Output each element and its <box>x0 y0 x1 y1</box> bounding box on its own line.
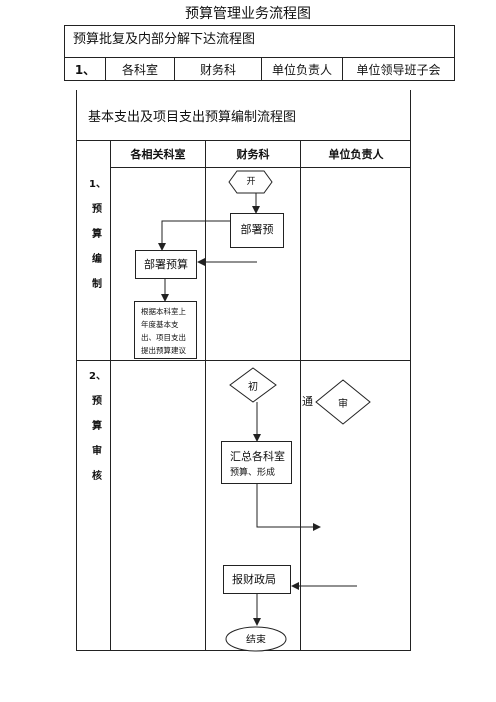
start-hexagon <box>228 170 273 194</box>
lane-divider-1 <box>110 140 111 650</box>
lane-header-finance: 财务科 <box>236 148 270 161</box>
phase2-char: 预 <box>92 396 102 407</box>
note-line: 提出预算建议 <box>141 346 186 355</box>
report-box: 报财政局 <box>223 565 291 594</box>
col-finance: 财务科 <box>175 58 262 81</box>
review-text: 审 <box>338 399 348 410</box>
phase-divider <box>76 360 411 361</box>
summary-out-line <box>256 484 321 531</box>
approval-flow-title: 预算批复及内部分解下达流程图 <box>65 26 454 58</box>
lane-header-unit-head: 单位负责人 <box>328 148 384 161</box>
dept-budget-box: 部署预算 <box>135 250 197 279</box>
summary-line: 预算、形成 <box>230 468 276 478</box>
review-diamond <box>315 379 371 425</box>
summary-line: 汇总各科室 <box>230 450 285 463</box>
lane-divider-3 <box>300 140 301 650</box>
approval-flow-header-row: 1、 各科室 财务科 单位负责人 单位领导班子会 <box>65 58 454 81</box>
initial-text: 初 <box>248 382 258 393</box>
lane-divider-2 <box>205 140 206 650</box>
lane-header-departments: 各相关科室 <box>130 148 186 161</box>
phase1-char: 编 <box>92 254 102 265</box>
header-divider <box>110 167 411 168</box>
phase2-char: 算 <box>92 421 102 432</box>
deploy-box: 部署预 <box>230 213 284 248</box>
dept-budget-text: 部署预算 <box>144 258 188 271</box>
phase1-number: 1、 <box>89 179 106 190</box>
end-text: 结束 <box>246 635 266 643</box>
note-line: 根据本科室上 <box>141 307 186 316</box>
title-divider <box>76 140 411 141</box>
phase1-char: 预 <box>92 204 102 215</box>
end-oval <box>225 626 287 652</box>
row-number: 1、 <box>65 58 106 81</box>
col-departments: 各科室 <box>106 58 175 81</box>
note-line: 年度基本支 <box>141 320 179 329</box>
frame-bottom-border <box>76 650 411 651</box>
frame-right-border <box>410 90 411 650</box>
col-leadership-meeting: 单位领导班子会 <box>356 63 441 77</box>
note-line: 出、项目支出 <box>141 333 186 342</box>
arrow-deploy-to-dept <box>158 220 231 251</box>
phase2-number: 2、 <box>89 371 106 382</box>
document-title: 预算管理业务流程图 <box>185 6 311 22</box>
initial-diamond <box>229 367 277 403</box>
phase1-label: 1、 预 算 编 制 <box>89 172 119 297</box>
phase1-char: 算 <box>92 229 102 240</box>
note-box: 根据本科室上 年度基本支 出、项目支出 提出预算建议 <box>134 301 197 359</box>
start-text: 开 <box>246 177 256 187</box>
report-text: 报财政局 <box>232 573 276 586</box>
budget-flow-title: 基本支出及项目支出预算编制流程图 <box>88 110 297 125</box>
col-unit-head: 单位负责人 <box>262 58 343 81</box>
deploy-box-text: 部署预 <box>240 223 274 236</box>
phase1-char: 制 <box>92 279 102 290</box>
phase2-char: 审 <box>92 446 102 457</box>
phase2-label: 2、 预 算 审 核 <box>89 364 119 489</box>
summary-box: 汇总各科室 预算、形成 <box>221 441 292 484</box>
approval-flow-table: 预算批复及内部分解下达流程图 1、 各科室 财务科 单位负责人 单位领导班子会 <box>64 25 455 81</box>
pass-label: 通 <box>302 395 313 408</box>
frame-left-border <box>76 90 77 650</box>
phase2-char: 核 <box>92 471 102 482</box>
